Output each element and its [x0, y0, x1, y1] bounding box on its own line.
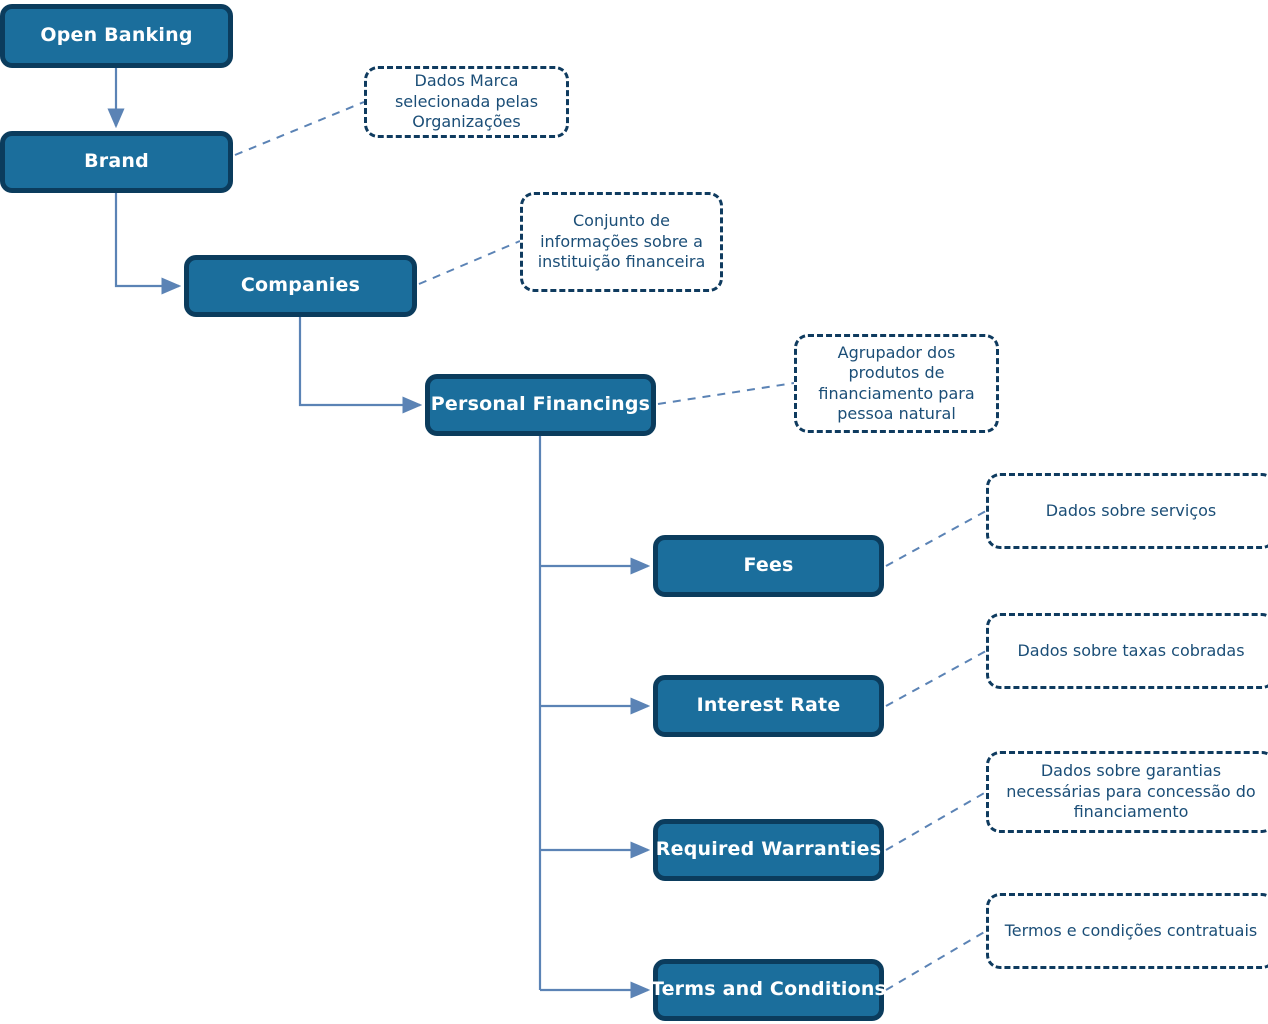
note-brand-text: Dados Marca selecionada pelas Organizaçõ… [394, 71, 539, 132]
edge-brand-companies [114, 193, 182, 295]
edge-brand-note [234, 101, 365, 156]
edge-companies-note [418, 240, 521, 285]
node-brand-label: Brand [84, 150, 149, 173]
node-fees-label: Fees [743, 554, 794, 577]
note-interest-rate: Dados sobre taxas cobradas [986, 613, 1268, 689]
node-companies-label: Companies [240, 274, 361, 297]
note-companies-text: Conjunto de informações sobre a institui… [537, 211, 706, 272]
note-personal-financings: Agrupador dos produtos de financiamento … [794, 334, 999, 433]
note-brand: Dados Marca selecionada pelas Organizaçõ… [364, 66, 569, 138]
node-open-banking[interactable]: Open Banking [0, 4, 233, 68]
node-brand[interactable]: Brand [0, 131, 233, 193]
note-companies: Conjunto de informações sobre a institui… [520, 192, 723, 292]
note-required-warranties: Dados sobre garantias necessárias para c… [986, 751, 1268, 833]
note-terms-and-conditions: Termos e condições contratuais [986, 893, 1268, 969]
node-personal-financings[interactable]: Personal Financings [425, 374, 656, 436]
note-fees-text: Dados sobre serviços [1045, 500, 1217, 520]
note-terms-and-conditions-text: Termos e condições contratuais [1004, 920, 1258, 940]
note-fees: Dados sobre serviços [986, 473, 1268, 549]
edge-interest-rate-note [885, 650, 987, 707]
edge-warranties-note [885, 791, 987, 851]
edge-fees-note [885, 510, 987, 567]
node-required-warranties-label: Required Warranties [655, 838, 882, 861]
edge-personal-financings-note [657, 382, 795, 405]
node-companies[interactable]: Companies [184, 255, 417, 317]
node-interest-rate-label: Interest Rate [696, 694, 841, 717]
node-terms-and-conditions-label: Terms and Conditions [650, 978, 887, 1001]
node-open-banking-label: Open Banking [40, 24, 193, 47]
note-interest-rate-text: Dados sobre taxas cobradas [1017, 640, 1245, 660]
note-personal-financings-text: Agrupador dos produtos de financiamento … [818, 342, 975, 423]
node-personal-financings-label: Personal Financings [430, 393, 651, 416]
node-interest-rate[interactable]: Interest Rate [653, 675, 884, 737]
edge-companies-personal-financings [298, 317, 423, 414]
node-terms-and-conditions[interactable]: Terms and Conditions [650, 959, 887, 1021]
note-required-warranties-text: Dados sobre garantias necessárias para c… [1006, 761, 1256, 822]
edge-terms-note [885, 930, 987, 991]
node-fees[interactable]: Fees [653, 535, 884, 597]
node-required-warranties[interactable]: Required Warranties [653, 819, 884, 881]
